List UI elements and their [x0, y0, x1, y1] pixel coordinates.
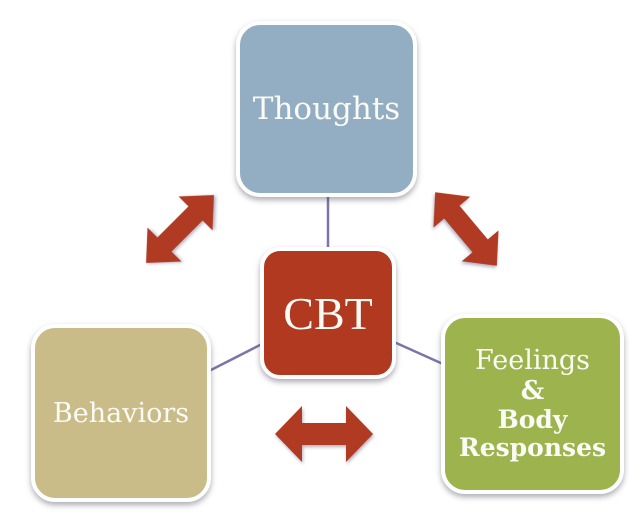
behaviors-node: Behaviors [31, 324, 211, 502]
connector-cbt-feelings [393, 340, 444, 366]
double-arrow-icon-thoughts-feelings [433, 192, 499, 266]
thoughts-node: Thoughts [236, 21, 417, 197]
connector-cbt-behaviors [208, 342, 263, 373]
feelings-label-line1: Feelings [474, 345, 590, 377]
feelings-label-line4: Responses [458, 432, 607, 462]
cbt-label: CBT [283, 287, 373, 339]
feelings-label-line3: Body [497, 404, 568, 434]
feelings-node: Feelings & Body Responses [441, 314, 624, 494]
feelings-label-line2: & [520, 375, 545, 406]
thoughts-label: Thoughts [252, 91, 401, 127]
cbt-center-node: CBT [260, 247, 396, 379]
double-arrow-icon-behaviors-thoughts [146, 195, 214, 263]
double-arrow-icon-behaviors-feelings [275, 406, 373, 462]
behaviors-label: Behaviors [52, 397, 190, 429]
